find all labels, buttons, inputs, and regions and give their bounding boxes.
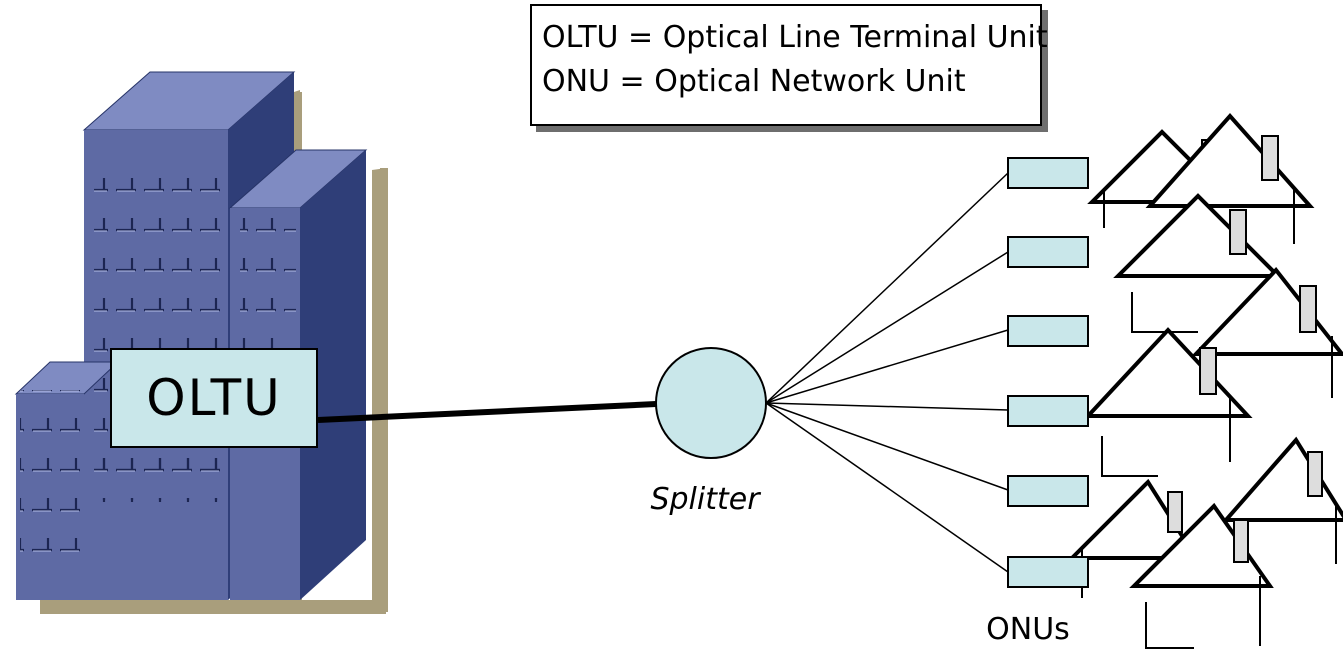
definitions-legend: OLTU = Optical Line Terminal Unit ONU = … [530,4,1048,126]
legend-onu-definition: ONU = Optical Network Unit [542,64,966,99]
house-icon [1083,327,1253,477]
branch-line-4 [765,402,1009,411]
branch-fibers [765,172,1009,573]
onu-box [1007,395,1089,427]
onu-box [1007,236,1089,268]
legend-oltu-definition: OLTU = Optical Line Terminal Unit [542,20,1048,55]
building-shadow-back [380,168,388,612]
branch-line-6 [765,402,1009,573]
branch-line-2 [765,251,1009,404]
splitter-node [655,347,767,459]
onu-boxes [1007,157,1089,588]
onu-box [1007,315,1089,347]
house-icon [1191,266,1343,398]
branch-line-3 [765,329,1009,404]
onu-box [1007,556,1089,588]
trunk-fiber-line [317,401,657,423]
branch-line-1 [765,172,1009,404]
right-tower-side [300,150,366,600]
onu-box [1007,475,1089,507]
oltu-label: OLTU [146,369,282,427]
house-icon [1067,478,1200,598]
house-icon [1221,436,1343,564]
house-icon [1113,193,1283,333]
splitter-label: Splitter [650,482,760,517]
house-icon [1129,502,1274,649]
onu-box [1007,157,1089,189]
branch-line-5 [765,402,1009,491]
house-icons [1067,112,1343,649]
office-building-icon [14,71,388,614]
onus-label: ONUs [986,612,1070,647]
house-icon [1145,112,1315,244]
oltu-box: OLTU [110,348,318,448]
